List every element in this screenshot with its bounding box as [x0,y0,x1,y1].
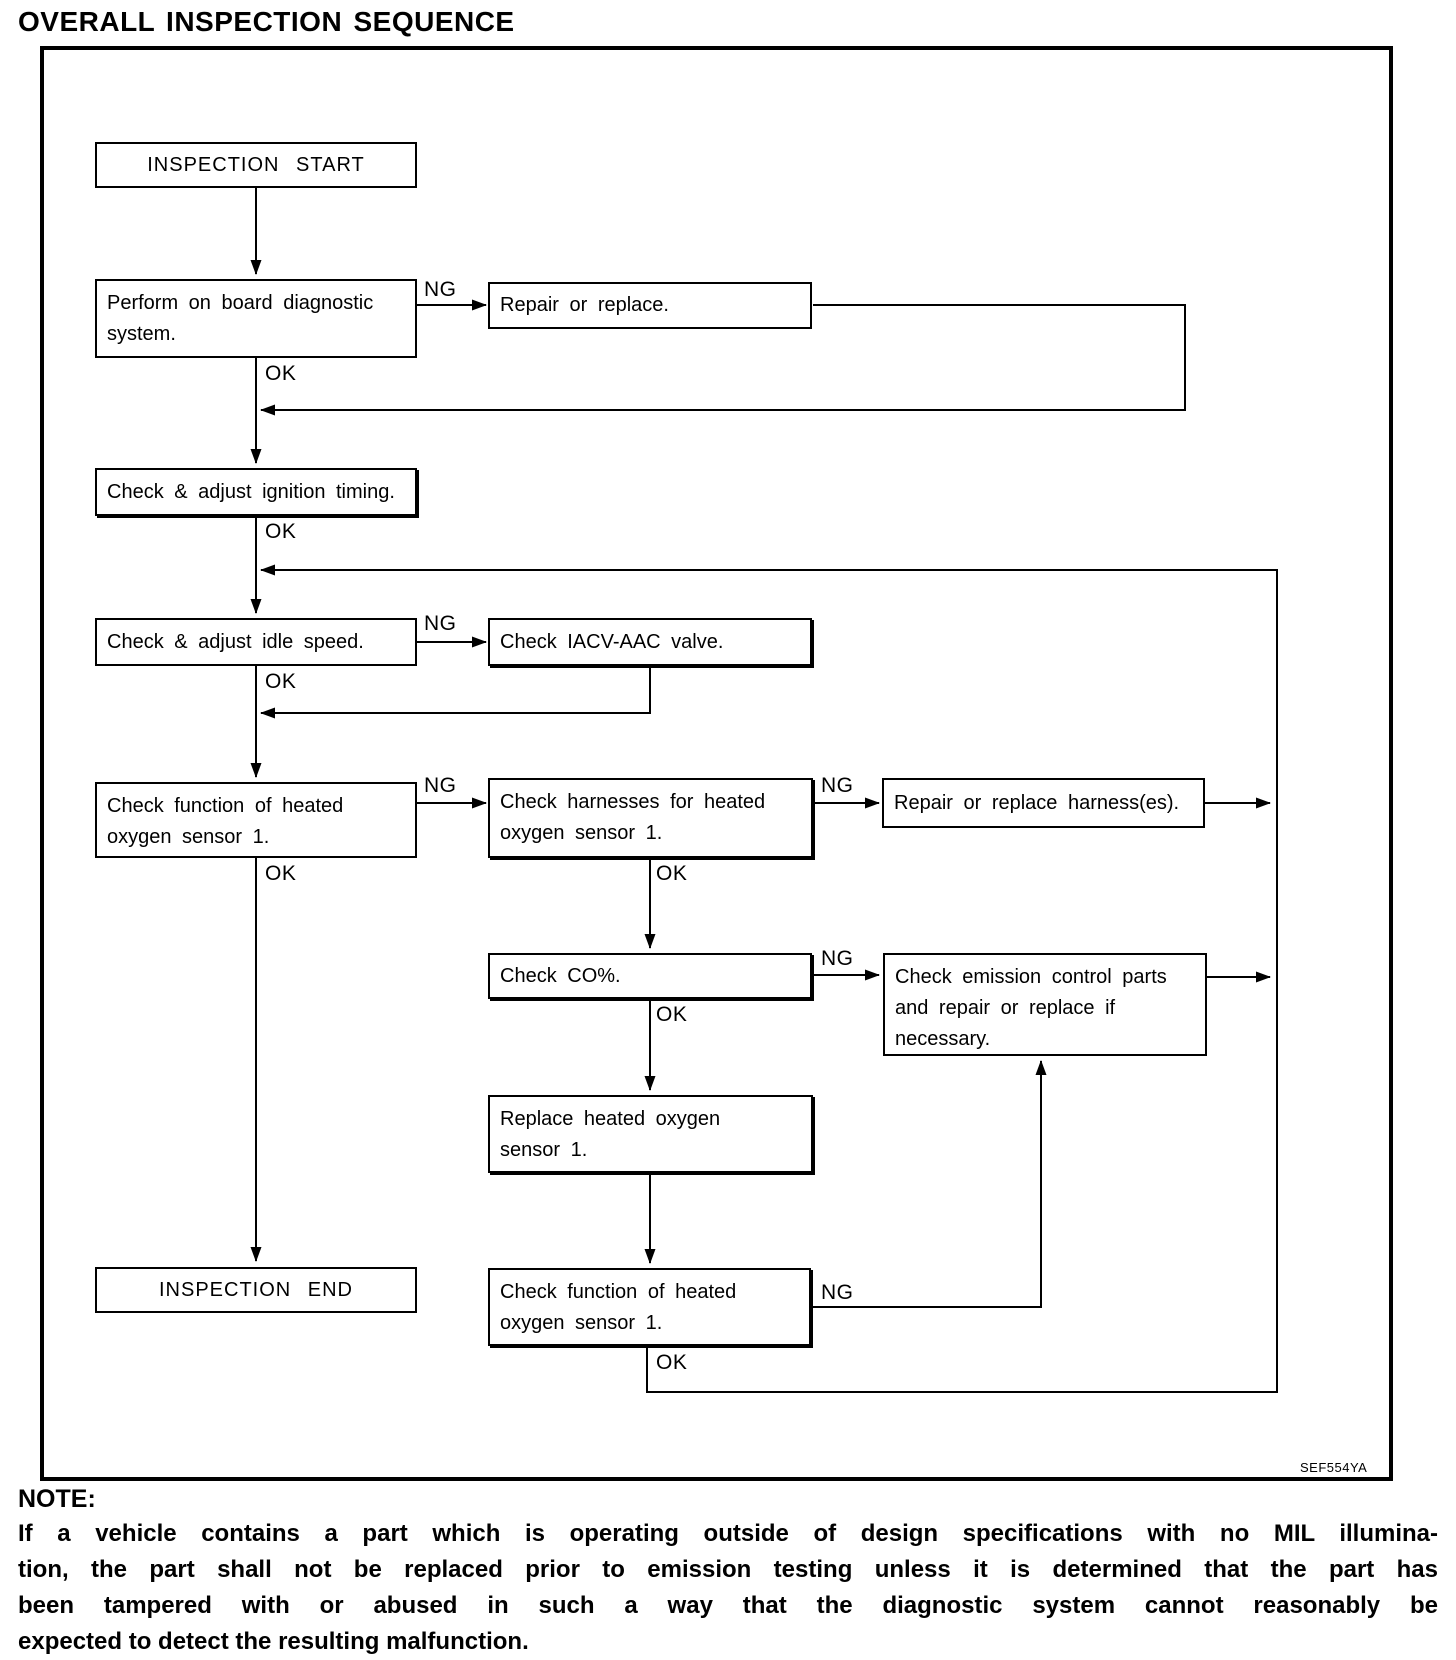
edge-label-ng: NG [821,947,854,970]
figure-code: SEF554YA [1300,1460,1368,1475]
edge-label-ok: OK [265,862,297,885]
edge-label-ok: OK [656,1003,688,1026]
connector-iacv-return [260,666,651,719]
node-check-ho2s1-harnesses: Check harnesses for heated oxygen sensor… [488,778,813,858]
connector-ho2s2-ok-rail-return [260,564,1278,1393]
node-check-idle-speed: Check & adjust idle speed. [95,618,417,666]
note-section: NOTE: If a vehicle contains a part which… [18,1484,1438,1660]
node-check-emission-control-parts: Check emission control parts and repair … [883,953,1207,1056]
edge-label-ng: NG [424,612,457,635]
edge-label-ok: OK [265,520,297,543]
node-repair-or-replace: Repair or replace. [488,282,812,329]
connector-ho2s2-ng-up [811,1060,1047,1308]
note-heading: NOTE: [18,1485,96,1513]
node-check-ignition-timing: Check & adjust ignition timing. [95,468,417,516]
node-perform-obd: Perform on board diagnostic system. [95,279,417,358]
note-line: expected to detect the resulting malfunc… [18,1628,529,1655]
node-check-ho2s1-function-2: Check function of heated oxygen sensor 1… [488,1268,811,1346]
page-title: OVERALL INSPECTION SEQUENCE [18,6,515,37]
edge-label-ok: OK [656,862,688,885]
edge-label-ng: NG [424,278,457,301]
node-inspection-end: INSPECTION END [95,1267,417,1313]
edge-label-ng: NG [821,1281,854,1304]
diagram-frame [40,46,1393,1481]
connector-repair-return [260,304,1186,416]
note-line: If a vehicle contains a part which is op… [18,1520,1438,1547]
edge-label-ng: NG [424,774,457,797]
node-replace-ho2s1: Replace heated oxygen sensor 1. [488,1095,813,1173]
edge-label-ok: OK [265,670,297,693]
node-check-iacv-aac-valve: Check IACV-AAC valve. [488,618,812,666]
node-check-co-percent: Check CO%. [488,953,812,999]
note-line: been tampered with or abused in such a w… [18,1592,1438,1619]
edge-label-ng: NG [821,774,854,797]
edge-label-ok: OK [656,1351,688,1374]
node-check-ho2s1-function: Check function of heated oxygen sensor 1… [95,782,417,858]
node-repair-replace-harnesses: Repair or replace harness(es). [882,778,1205,828]
note-line: tion, the part shall not be replaced pri… [18,1556,1438,1583]
node-inspection-start: INSPECTION START [95,142,417,188]
edge-label-ok: OK [265,362,297,385]
